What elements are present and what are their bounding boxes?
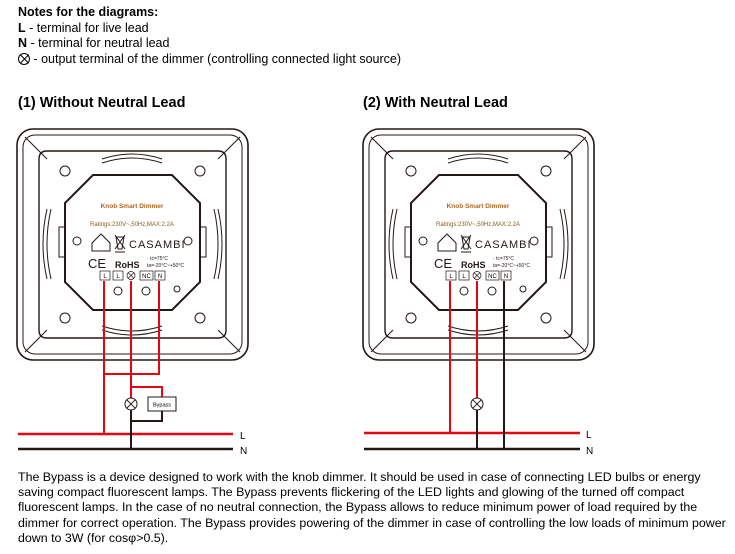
notes-heading: Notes for the diagrams: [18,5,159,19]
dimmer-device: Knob Smart Dimmer Ratings:230V~,50Hz,MAX… [362,128,595,361]
weee-bin-icon [460,234,472,253]
terminal-n: N [504,274,508,280]
diagram-1-title: (1) Without Neutral Lead [18,95,186,111]
rohs-mark: RoHS [115,260,140,270]
neutral-label: N [586,446,593,457]
device-brand: CASAMBI [475,239,532,251]
device-name: Knob Smart Dimmer [101,203,164,210]
rohs-mark: RoHS [461,260,486,270]
ce-mark: CE [88,256,106,271]
device-ratings: Ratings:230V~,50Hz,MAX:2.2A [90,222,174,228]
diagram-2-wiring: L N [364,281,593,457]
bypass-description: The Bypass is a device designed to work … [18,470,726,545]
tc-rating: · tc=75°C [493,256,514,262]
live-label: L [586,430,592,441]
terminal-l1: L [103,274,107,280]
lamp-output-icon [18,52,30,65]
ta-rating: ta=-20°C~+50°C [147,263,184,269]
note-live: L - terminal for live lead [18,20,149,35]
terminal-n: N [158,274,162,280]
diagram-2-title: (2) With Neutral Lead [363,95,508,111]
terminal-l1: L [449,274,453,280]
terminal-block: L L NC N [445,270,527,296]
indoor-house-icon [91,233,111,252]
terminal-nc: NC [488,274,497,280]
device-ratings: Ratings:230V~,50Hz,MAX:2.2A [436,222,520,228]
ta-rating: ta=-20°C~+50°C [493,263,530,269]
indoor-house-icon [437,233,457,252]
note-output: - output terminal of the dimmer (control… [18,52,401,68]
diagram-1-wiring: Bypass L N [18,281,247,457]
device-name: Knob Smart Dimmer [447,203,510,210]
dimmer-device: Knob Smart Dimmer Ratings:230V~,50Hz,MAX… [16,128,249,361]
lamp-icon [124,397,138,411]
neutral-label: N [240,446,247,457]
bypass-label: Bypass [153,403,171,409]
terminal-nc: NC [142,274,151,280]
lamp-icon [470,397,484,411]
notes: Notes for the diagrams: L - terminal for… [18,5,401,67]
bypass-device [147,396,177,412]
live-label: L [240,431,246,442]
tc-rating: · tc=75°C [147,256,168,262]
terminal-l2: L [462,274,466,280]
terminal-l2: L [116,274,120,280]
weee-bin-icon [114,234,126,253]
note-neutral: N - terminal for neutral lead [18,36,170,50]
device-brand: CASAMBI [129,239,186,251]
ce-mark: CE [434,256,452,271]
terminal-block: L L NC N [99,270,181,296]
